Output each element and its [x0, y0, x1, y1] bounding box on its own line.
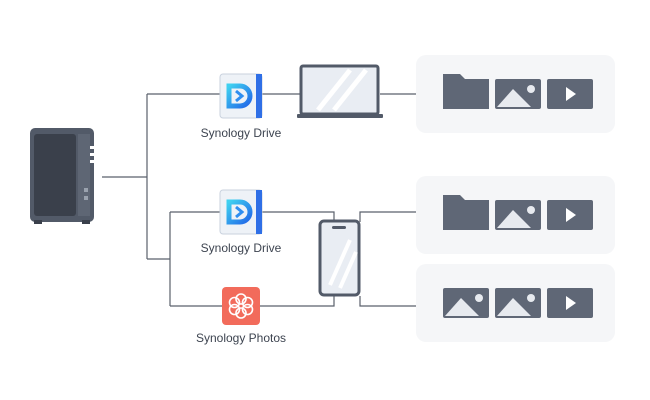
video-play-icon — [547, 200, 593, 230]
image-icon — [495, 288, 541, 318]
video-play-icon — [547, 288, 593, 318]
connector-lines — [102, 93, 416, 307]
smartphone-icon — [318, 219, 361, 297]
drive-desktop-label: Synology Drive — [200, 126, 282, 140]
synology-drive-app-icon — [219, 73, 263, 119]
folder-icon — [443, 195, 489, 230]
photos-mobile-label: Synology Photos — [195, 331, 287, 345]
synology-drive-app-icon — [219, 189, 263, 235]
laptop-icon — [297, 64, 383, 118]
video-play-icon — [547, 79, 593, 109]
nas-server-icon — [30, 128, 94, 224]
image-icon — [495, 200, 541, 230]
folder-icon — [443, 74, 489, 109]
image-icon — [443, 288, 489, 318]
image-icon — [495, 79, 541, 109]
drive-mobile-label: Synology Drive — [200, 241, 282, 255]
synology-photos-app-icon — [222, 287, 260, 325]
